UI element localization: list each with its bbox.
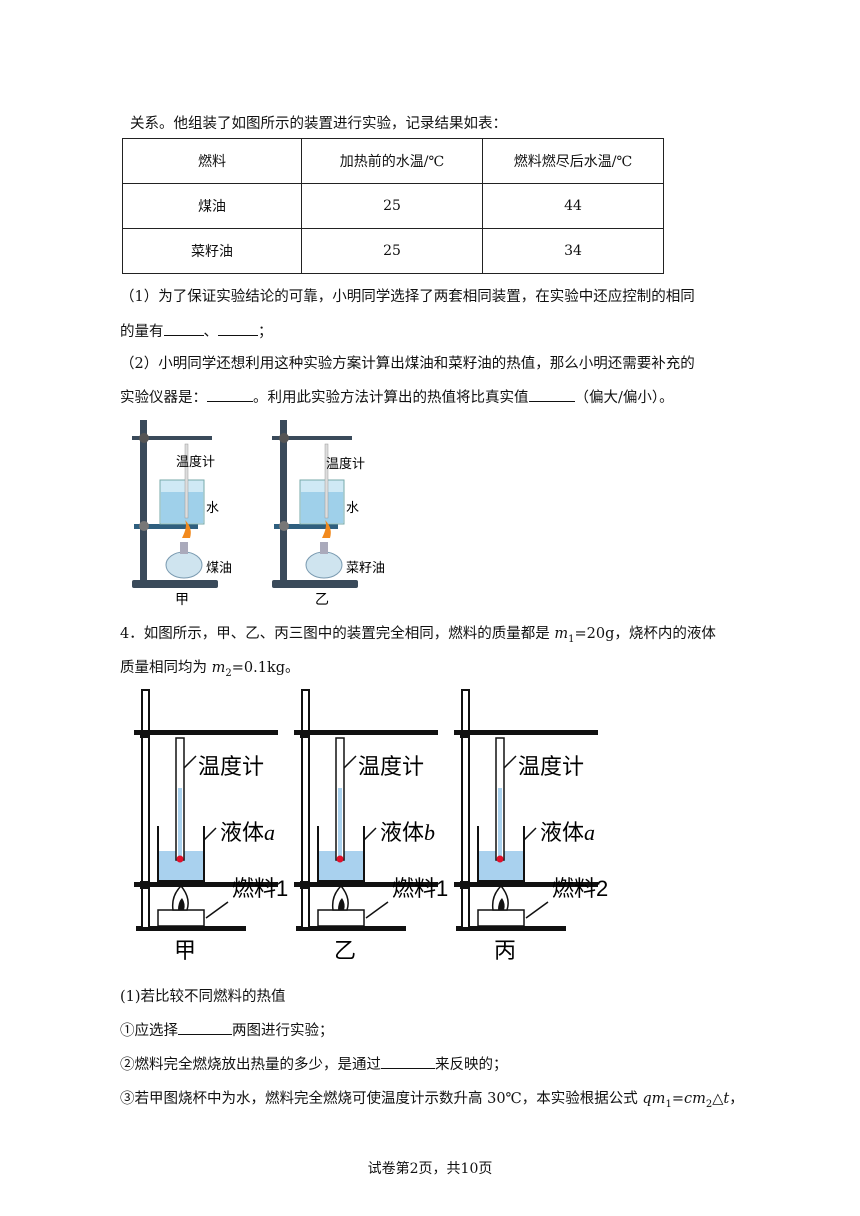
formula-sub: 1 — [665, 1098, 672, 1110]
apparatus-bing: 温度计 液体a 燃料2 丙 — [454, 689, 608, 963]
table-cell: 煤油 — [122, 183, 302, 229]
sub1-step1: ①应选择 两图进行实验； — [120, 1019, 334, 1040]
q4-text: =0.1kg。 — [231, 660, 300, 676]
caption: 甲 — [175, 591, 189, 607]
intro-text: 关系。他组装了如图所示的装置进行实验，记录结果如表： — [130, 116, 507, 132]
label-thermometer: 温度计 — [198, 754, 264, 779]
var-m2: m — [211, 660, 226, 676]
q4-text: =20g，烧杯内的液体 — [574, 626, 716, 642]
q4-line2: 质量相同均为 m2=0.1kg。 — [120, 656, 300, 679]
sub1-text: ③若甲图烧杯中为水，燃料完全燃烧可使温度计示数升高 30℃，本实验根据公式 — [120, 1091, 643, 1107]
q4-line1: 4．如图所示，甲、乙、丙三图中的装置完全相同，燃料的质量都是 m1=20g，烧杯… — [120, 622, 716, 645]
q1-text: 、 — [203, 324, 219, 340]
table-header-cell: 加热前的水温/℃ — [301, 138, 483, 184]
label-fuel: 燃料1 — [232, 876, 288, 901]
table-cell: 44 — [482, 183, 664, 229]
figure-apparatus-1: 温度计 水 煤油 甲 温度计 水 菜籽油 乙 — [132, 420, 385, 607]
q1-line2: 的量有 、 ； — [120, 320, 273, 341]
label-fuel: 煤油 — [206, 560, 232, 575]
sub1-text: 来反映的； — [435, 1057, 508, 1073]
results-table: 燃料 加热前的水温/℃ 燃料燃尽后水温/℃ 煤油 25 44 菜籽油 25 34 — [122, 138, 664, 274]
caption: 乙 — [334, 938, 356, 963]
apparatus-left: 温度计 水 煤油 甲 — [132, 420, 232, 607]
caption: 甲 — [174, 938, 196, 963]
formula-cm: cm — [683, 1091, 706, 1107]
q2-text: 实验仪器是： — [120, 390, 207, 406]
table-row: 菜籽油 25 34 — [122, 228, 664, 274]
table-header-cell: 燃料燃尽后水温/℃ — [482, 138, 664, 184]
formula-eq: = — [671, 1091, 684, 1107]
q4-text: 4．如图所示，甲、乙、丙三图中的装置完全相同，燃料的质量都是 — [120, 626, 555, 642]
apparatus-right: 温度计 水 菜籽油 乙 — [272, 420, 385, 607]
label-liquid: 液体a — [220, 820, 275, 845]
label-water: 水 — [346, 500, 359, 515]
answer-blank[interactable] — [218, 321, 258, 336]
apparatus-yi: 温度计 液体b 燃料1 乙 — [294, 689, 448, 963]
answer-blank[interactable] — [528, 387, 575, 402]
table-row: 煤油 25 44 — [122, 183, 664, 229]
formula-qm: qm — [642, 1091, 666, 1107]
label-thermometer: 温度计 — [358, 754, 424, 779]
figure-apparatus-2: 温度计 液体a 燃料1 甲 温度计 液体b 燃料1 乙 — [134, 689, 608, 963]
sub1-text: 两图进行实验； — [232, 1023, 334, 1039]
answer-blank[interactable] — [178, 1020, 232, 1035]
label-thermometer: 温度计 — [518, 754, 584, 779]
label-liquid: 液体b — [380, 820, 435, 845]
q1-text: 的量有 — [120, 324, 164, 340]
table-cell: 菜籽油 — [122, 228, 302, 274]
table-cell: 25 — [301, 228, 483, 274]
apparatus-jia: 温度计 液体a 燃料1 甲 — [134, 689, 288, 963]
sub1-step3: ③若甲图烧杯中为水，燃料完全燃烧可使温度计示数升高 30℃，本实验根据公式 qm… — [120, 1087, 744, 1110]
q2-text: （偏大/偏小）。 — [574, 390, 674, 406]
sub1-title: (1)若比较不同燃料的热值 — [120, 989, 286, 1005]
answer-blank[interactable] — [381, 1054, 435, 1069]
caption: 丙 — [494, 938, 516, 963]
formula-sub: 2 — [705, 1098, 713, 1110]
var-m1-sub: 1 — [568, 633, 575, 645]
var-m2-sub: 2 — [225, 667, 232, 679]
table-header-row: 燃料 加热前的水温/℃ 燃料燃尽后水温/℃ — [122, 138, 664, 184]
sub1-text: ， — [729, 1091, 744, 1107]
var-m1: m — [554, 626, 569, 642]
answer-blank[interactable] — [163, 321, 204, 336]
label-fuel: 菜籽油 — [346, 560, 385, 575]
page-footer: 试卷第2页，共10页 — [367, 1161, 493, 1177]
sub1-text: ②燃料完全燃烧放出热量的多少，是通过 — [120, 1057, 381, 1073]
table-cell: 34 — [482, 228, 664, 274]
sub1-step2: ②燃料完全燃烧放出热量的多少，是通过 来反映的； — [120, 1053, 508, 1074]
q1-text: ； — [258, 324, 273, 340]
label-fuel: 燃料2 — [552, 876, 608, 901]
q2-text: 。利用此实验方法计算出的热值将比真实值 — [253, 390, 529, 406]
sub1-text: ①应选择 — [120, 1023, 178, 1039]
formula-dt: △t — [712, 1091, 730, 1107]
q4-text: 质量相同均为 — [120, 660, 212, 676]
q1-line1: （1）为了保证实验结论的可靠，小明同学选择了两套相同装置，在实验中还应控制的相同 — [120, 289, 695, 305]
table-cell: 25 — [301, 183, 483, 229]
answer-blank[interactable] — [207, 387, 253, 402]
label-liquid: 液体a — [540, 820, 595, 845]
table-header-cell: 燃料 — [122, 138, 302, 184]
caption: 乙 — [315, 591, 329, 607]
label-fuel: 燃料1 — [392, 876, 448, 901]
q2-line2: 实验仪器是： 。利用此实验方法计算出的热值将比真实值 （偏大/偏小）。 — [120, 386, 674, 407]
q2-line1: （2）小明同学还想利用这种实验方案计算出煤油和菜籽油的热值，那么小明还需要补充的 — [120, 356, 695, 372]
label-water: 水 — [206, 500, 219, 515]
label-thermometer: 温度计 — [326, 456, 365, 471]
label-thermometer: 温度计 — [176, 454, 215, 469]
